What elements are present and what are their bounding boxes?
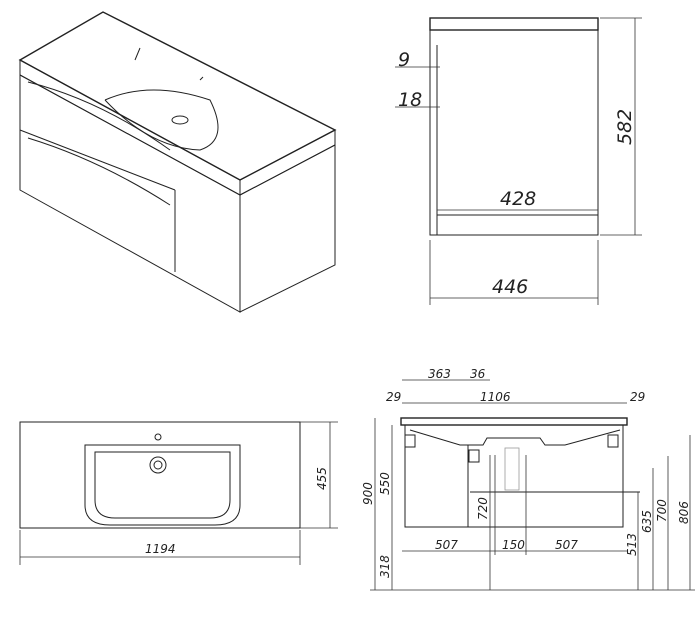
dim-1194: 1194 <box>145 542 176 556</box>
dim-507-left: 507 <box>435 538 458 552</box>
dim-550: 550 <box>378 472 392 495</box>
top-view <box>19 421 338 565</box>
dim-513: 513 <box>625 533 639 556</box>
dim-720: 720 <box>476 497 490 520</box>
isometric-view <box>18 11 337 313</box>
dim-18: 18 <box>398 89 422 111</box>
dim-1106: 1106 <box>480 390 511 404</box>
dim-446: 446 <box>492 276 528 298</box>
dim-363: 363 <box>428 367 451 381</box>
dim-29-left: 29 <box>386 390 401 404</box>
dim-900: 900 <box>361 482 375 505</box>
dim-9: 9 <box>398 49 410 71</box>
dim-428: 428 <box>500 188 536 210</box>
dim-36: 36 <box>470 367 486 381</box>
dim-29-right: 29 <box>630 390 645 404</box>
side-view <box>395 17 642 305</box>
dim-806: 806 <box>677 501 691 524</box>
dim-635: 635 <box>640 510 654 533</box>
dim-318: 318 <box>378 555 392 578</box>
dim-507-right: 507 <box>555 538 578 552</box>
dim-582: 582 <box>614 109 636 145</box>
dim-455: 455 <box>315 467 329 490</box>
front-view <box>370 379 695 591</box>
dim-150: 150 <box>502 538 525 552</box>
dim-700: 700 <box>655 499 669 522</box>
